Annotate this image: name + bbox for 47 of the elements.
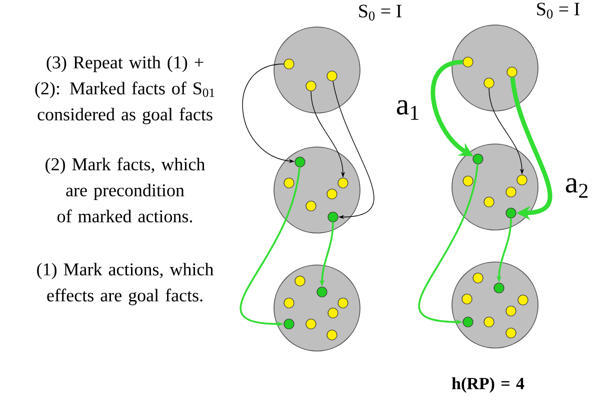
fact-dot	[338, 298, 348, 308]
note-text: (2) Mark facts, which are precondition of marked actions.	[46, 158, 205, 222]
fact-dot	[506, 306, 516, 316]
fact-dot	[338, 178, 348, 188]
fact-dot	[284, 318, 294, 330]
arrow	[510, 76, 552, 220]
fact-dot	[294, 156, 306, 168]
note-text: h(RP) = 4	[452, 377, 524, 393]
fact-dot	[284, 298, 294, 308]
fact-dot	[506, 328, 516, 338]
fact-dot	[506, 186, 516, 198]
fact-dot	[518, 294, 528, 306]
fact-dot	[506, 208, 516, 218]
fact-dot	[294, 276, 306, 286]
state-circle	[274, 146, 360, 234]
fact-dot	[284, 58, 294, 70]
fact-dot	[306, 318, 316, 330]
fact-dot	[284, 178, 294, 188]
fact-dot	[494, 282, 504, 294]
note-text: (1) Mark actions, which effects are goal facts.	[37, 262, 214, 306]
fact-dot	[326, 330, 338, 340]
state-circle	[274, 26, 360, 114]
fact-dot	[484, 196, 494, 208]
edge-label: a$_{2}$	[564, 177, 590, 199]
fact-dot	[326, 70, 338, 82]
fact-dot	[516, 174, 528, 186]
fact-dot	[462, 294, 472, 304]
arrow	[332, 80, 374, 220]
fact-dot	[484, 316, 494, 328]
fact-dot	[306, 200, 316, 212]
fact-dot	[462, 56, 474, 68]
state-label: S$_{0}$ = I	[359, 4, 402, 20]
fact-dot	[472, 272, 484, 284]
fact-dot	[506, 66, 518, 78]
fact-dot	[328, 212, 338, 222]
edge-label: a$_{1}$	[394, 99, 422, 121]
fact-dot	[462, 176, 474, 186]
state-label: S$_{0}$ = I	[537, 2, 580, 18]
fact-dot	[326, 188, 338, 200]
fact-dot	[306, 80, 316, 92]
fact-dot	[472, 154, 484, 164]
note-text: (3) Repeat with (1) + (2): Marked facts of S$_{01}$ considered as goal facts	[35, 56, 214, 124]
fact-dot	[484, 78, 494, 88]
fact-dot	[462, 316, 474, 328]
fact-dot	[316, 286, 328, 298]
state-circle	[452, 24, 538, 112]
fact-dot	[328, 308, 338, 318]
